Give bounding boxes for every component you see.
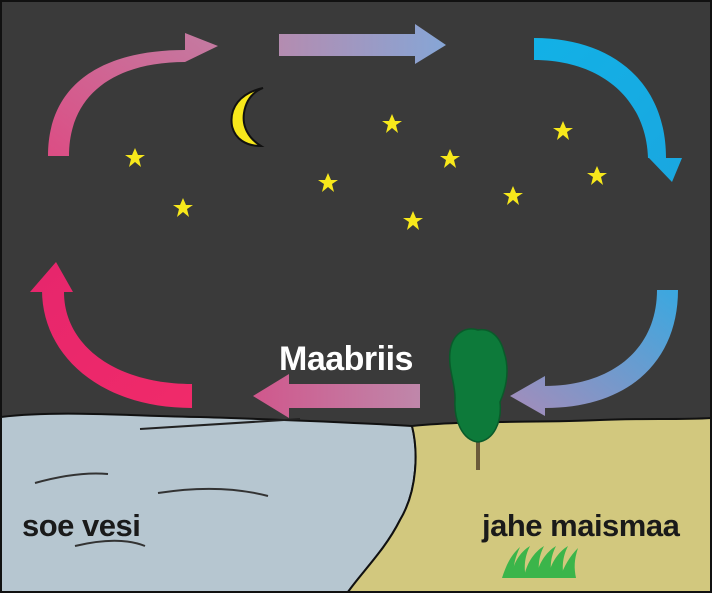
arrow-descending-right-top <box>534 38 682 182</box>
cool-land-label: jahe maismaa <box>481 508 681 543</box>
water-ripple <box>34 472 109 484</box>
star-icon <box>553 121 573 140</box>
water-ripple <box>157 487 269 497</box>
cool-land <box>346 416 712 593</box>
water-ripple <box>74 539 146 547</box>
arrow-top-middle <box>279 24 446 64</box>
arrow-rising-left-bottom <box>30 262 192 408</box>
star-icon <box>173 198 193 217</box>
star-icon <box>503 186 523 205</box>
stars-group <box>125 114 607 230</box>
warm-water <box>0 412 417 593</box>
arrow-land-breeze <box>253 374 420 418</box>
star-icon <box>587 166 607 185</box>
star-icon <box>125 148 145 167</box>
tree-icon <box>448 328 508 470</box>
water-surface-line <box>139 418 301 430</box>
star-icon <box>382 114 402 133</box>
star-icon <box>403 211 423 230</box>
crescent-moon-icon <box>230 87 265 148</box>
arrow-rising-left-top <box>48 33 218 156</box>
star-icon <box>318 173 338 192</box>
warm-water-label: soe vesi <box>22 508 140 543</box>
grass-icon <box>502 546 578 578</box>
star-icon <box>440 149 460 168</box>
arrow-right-down-return <box>510 290 678 416</box>
land-breeze-label: Maabriis <box>279 340 413 378</box>
